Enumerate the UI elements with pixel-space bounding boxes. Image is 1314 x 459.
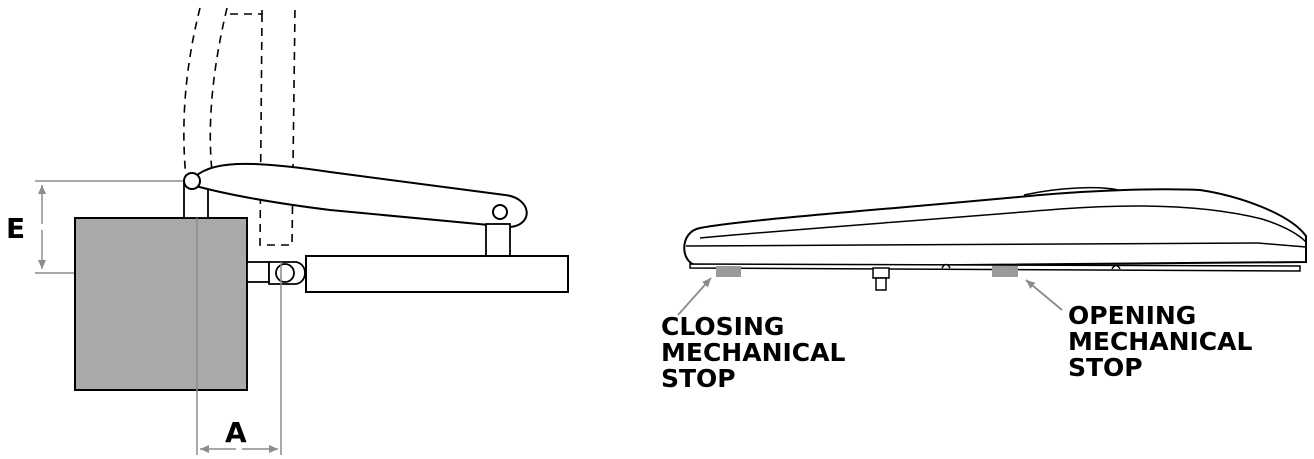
right-diagram: CLOSING MECHANICAL STOP OPENING MECHANIC… (661, 186, 1307, 393)
gate-leaf (305, 255, 569, 293)
operator-body (683, 188, 1307, 268)
opening-stop-leader (1025, 279, 1063, 311)
dimension-a-label: A (225, 416, 247, 449)
opening-stop-caption: OPENING MECHANICAL STOP (1068, 301, 1261, 382)
closing-stop-caption-line: CLOSING (661, 312, 784, 341)
opening-stop-caption-line: OPENING (1068, 301, 1196, 330)
gate-open-position-outline (183, 7, 296, 246)
dimension-e-label: E (6, 212, 25, 245)
front-bracket (485, 223, 511, 259)
opening-mechanical-stop (992, 266, 1018, 277)
arm-front-pivot (492, 204, 508, 220)
dimension-a-lines (196, 218, 282, 455)
closing-stop-caption-line: STOP (661, 364, 736, 393)
screw-bump (941, 263, 951, 269)
opening-stop-caption-line: STOP (1068, 353, 1143, 382)
pillar (74, 217, 248, 391)
gate-hinge (246, 261, 306, 285)
arm-pivot-knob (183, 172, 201, 190)
operator-arm (191, 162, 528, 229)
opening-stop-caption-line: MECHANICAL (1068, 327, 1252, 356)
closing-mechanical-stop (716, 266, 741, 277)
closing-stop-leader (677, 277, 712, 316)
closing-stop-caption-line: MECHANICAL (661, 338, 845, 367)
closing-stop-caption: CLOSING MECHANICAL STOP (661, 312, 854, 393)
left-diagram: E A (6, 7, 569, 455)
screw-bump (1111, 264, 1121, 270)
fixing-pin (872, 267, 890, 291)
